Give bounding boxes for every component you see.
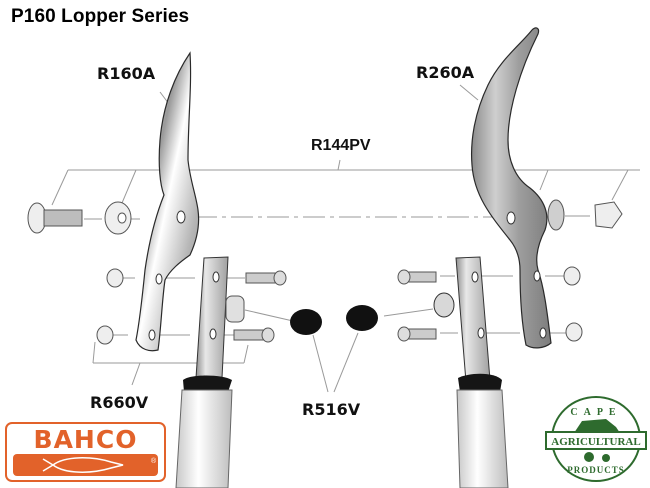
hardware <box>27 199 623 345</box>
label-upper-blade: R160A <box>97 64 156 83</box>
label-pivot-kit: R144PV <box>311 137 371 154</box>
cape-bottom-text: PRODUCTS <box>567 465 625 475</box>
label-bumpers: R516V <box>302 400 361 419</box>
fish-icon: ® <box>42 457 157 473</box>
lower-blade-r260a <box>471 27 552 349</box>
bahco-logo: BAHCO ® <box>5 422 166 482</box>
page-title: P160 Lopper Series <box>11 6 190 27</box>
left-handle <box>175 256 245 488</box>
cape-agricultural-logo: AGRICULTURAL CAPE PRODUCTS <box>544 395 648 483</box>
right-handle <box>433 256 509 488</box>
bahco-wordmark: BAHCO <box>33 425 138 454</box>
svg-text:®: ® <box>151 457 157 465</box>
label-lower-blade: R260A <box>416 63 475 82</box>
cape-middle-text: AGRICULTURAL <box>551 436 640 448</box>
label-handle-screws: R660V <box>90 393 149 412</box>
upper-blade-r160a <box>135 51 200 352</box>
bumpers-r516v <box>290 305 378 335</box>
bahco-fish-band: ® <box>13 454 158 476</box>
cape-top-text: CAPE <box>570 407 621 418</box>
